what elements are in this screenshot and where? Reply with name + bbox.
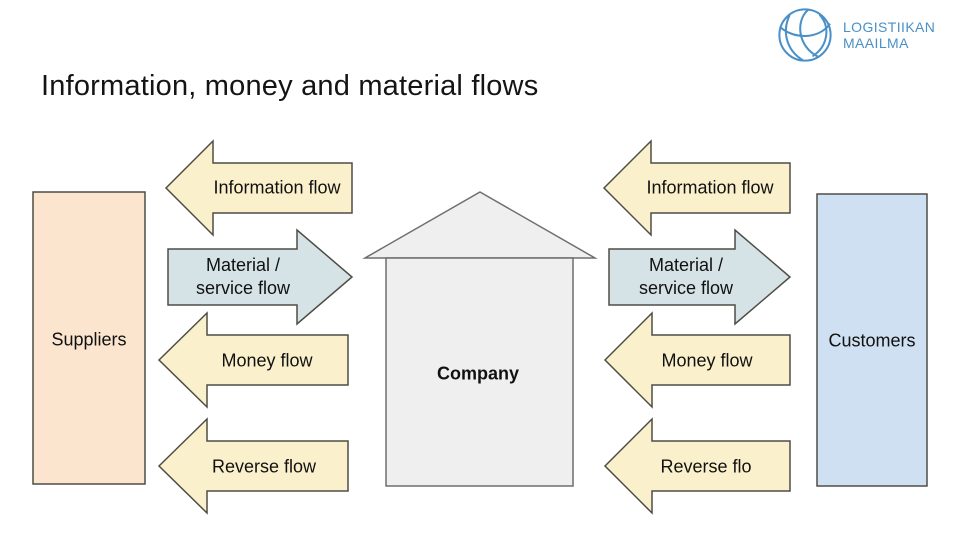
right-material-flow-arrow	[608, 228, 792, 326]
right-material-flow-label: Material / service flow	[639, 254, 733, 300]
left-material-flow-label: Material / service flow	[196, 254, 290, 300]
company-body	[385, 257, 574, 487]
left-information-flow-arrow	[164, 139, 353, 237]
logo-line1: LOGISTIIKAN	[843, 19, 936, 35]
slide-title: Information, money and material flows	[41, 70, 539, 102]
globe-icon	[778, 8, 832, 62]
right-reverse-flow-arrow	[603, 417, 791, 515]
right-reverse-flow-label: Reverse flo	[660, 456, 752, 477]
right-money-flow-label: Money flow	[661, 350, 753, 371]
right-material-flow-label-line2: service flow	[638, 278, 734, 298]
left-money-flow-arrow	[157, 311, 349, 409]
left-reverse-flow-label: Reverse flow	[211, 456, 317, 477]
left-material-flow-label-line1: Material /	[205, 255, 281, 275]
right-information-flow-label: Information flow	[646, 177, 774, 198]
company-label: Company	[436, 363, 520, 384]
left-material-flow-arrow	[167, 228, 354, 326]
left-information-flow-label: Information flow	[213, 177, 341, 198]
company-roof	[362, 191, 598, 259]
logo-line2: MAAILMA	[843, 35, 909, 51]
customers-label: Customers	[828, 330, 916, 351]
logistiikan-maailma-logo: LOGISTIIKAN MAAILMA	[776, 6, 935, 64]
left-reverse-flow-arrow	[157, 417, 349, 515]
right-money-flow-arrow	[603, 311, 791, 409]
suppliers-label: Suppliers	[51, 329, 127, 350]
customers-box	[816, 193, 928, 487]
left-money-flow-label: Money flow	[221, 350, 313, 371]
right-information-flow-arrow	[602, 139, 791, 237]
logo-wordmark: LOGISTIIKAN MAAILMA	[843, 19, 935, 51]
right-material-flow-label-line1: Material /	[648, 255, 724, 275]
left-material-flow-label-line2: service flow	[195, 278, 291, 298]
suppliers-box	[32, 191, 146, 485]
